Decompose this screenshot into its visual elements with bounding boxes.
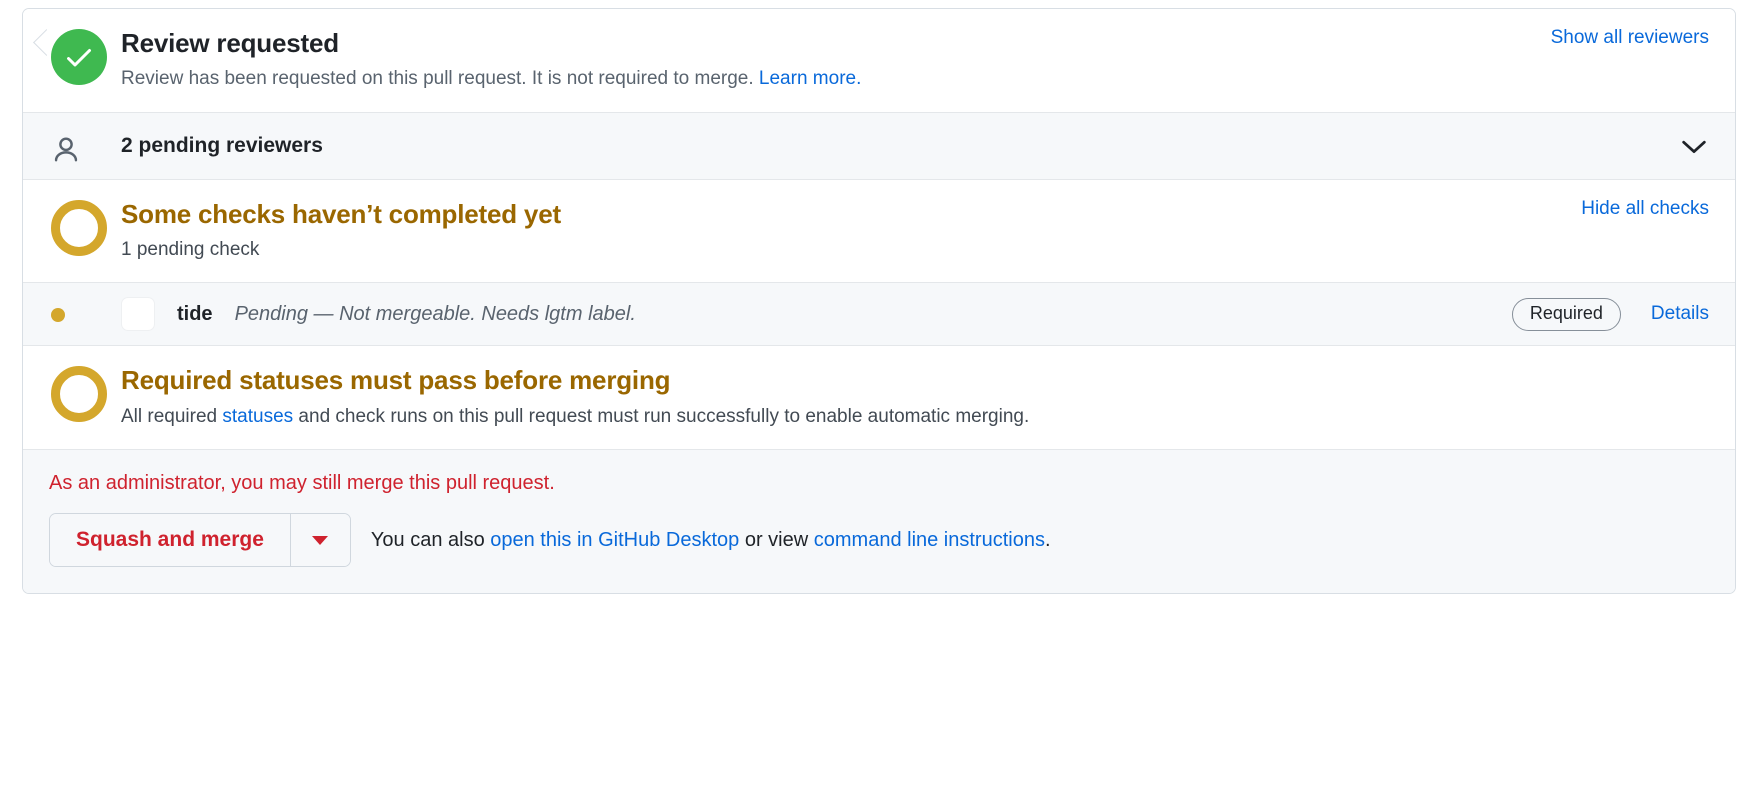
check-row-tide: tide Pending — Not mergeable. Needs lgtm…	[23, 283, 1735, 347]
required-statuses-desc-before: All required	[121, 405, 223, 427]
checks-status-icon-column	[49, 198, 121, 256]
review-requested-body: Review requested Review has been request…	[121, 27, 1535, 94]
learn-more-link[interactable]: Learn more.	[758, 68, 862, 90]
required-statuses-body: Required statuses must pass before mergi…	[121, 364, 1709, 431]
check-name[interactable]: tide	[177, 302, 213, 325]
required-badge: Required	[1511, 298, 1621, 331]
check-details-link[interactable]: Details	[1650, 303, 1709, 325]
required-statuses-icon-column	[49, 364, 121, 423]
checks-summary-title: Some checks haven’t completed yet	[121, 198, 561, 229]
pending-circle-icon	[51, 366, 107, 423]
required-statuses-desc-after: and check runs on this pull request must…	[293, 405, 1030, 427]
github-desktop-link[interactable]: open this in GitHub Desktop	[490, 528, 740, 551]
check-description: Pending — Not mergeable. Needs lgtm labe…	[234, 302, 636, 325]
review-right-column: Show all reviewers	[1535, 27, 1709, 49]
reviewers-icon-column	[49, 127, 121, 165]
merge-help-before: You can also	[370, 528, 491, 551]
merge-actions: Squash and merge You can also open this …	[49, 513, 1709, 568]
review-requested-title: Review requested	[121, 28, 339, 58]
person-icon	[51, 133, 81, 165]
required-statuses-description: All required statuses and check runs on …	[121, 403, 1709, 432]
command-line-instructions-link[interactable]: command line instructions	[813, 528, 1045, 551]
statuses-link[interactable]: statuses	[222, 405, 294, 427]
merge-help-middle: or view	[739, 528, 814, 551]
hide-all-checks-link[interactable]: Hide all checks	[1581, 197, 1709, 219]
pending-reviewers-body: 2 pending reviewers	[121, 134, 1663, 158]
chevron-down-icon[interactable]	[1679, 136, 1709, 156]
merge-method-dropdown-button[interactable]	[289, 514, 350, 567]
pending-dot-icon	[51, 308, 65, 323]
check-circle-icon	[51, 29, 107, 85]
pending-reviewers-row[interactable]: 2 pending reviewers	[23, 112, 1735, 180]
review-requested-row: Review requested Review has been request…	[23, 9, 1735, 113]
required-statuses-title: Required statuses must pass before mergi…	[121, 365, 671, 396]
check-status-icon-column	[49, 306, 121, 323]
checks-summary-row: Some checks haven’t completed yet 1 pend…	[23, 179, 1735, 284]
callout-arrow	[31, 29, 47, 59]
checks-summary-subtitle: 1 pending check	[121, 238, 260, 260]
show-all-reviewers-link[interactable]: Show all reviewers	[1550, 27, 1709, 48]
checks-summary-body: Some checks haven’t completed yet 1 pend…	[121, 198, 1565, 265]
review-status-icon-column	[49, 27, 121, 85]
merge-footer: As an administrator, you may still merge…	[23, 450, 1735, 594]
merge-help-text: You can also open this in GitHub Desktop…	[371, 529, 1051, 552]
pending-reviewers-label: 2 pending reviewers	[121, 133, 323, 157]
review-requested-description: Review has been requested on this pull r…	[121, 65, 1535, 94]
squash-and-merge-button[interactable]: Squash and merge	[50, 514, 290, 567]
pending-reviewers-right	[1663, 136, 1709, 156]
caret-down-icon	[312, 535, 329, 545]
pending-circle-icon	[51, 199, 107, 256]
admin-merge-note: As an administrator, you may still merge…	[49, 472, 555, 495]
merge-button-group: Squash and merge	[49, 513, 351, 568]
check-avatar	[121, 297, 155, 332]
pull-request-merge-box: Review requested Review has been request…	[22, 8, 1736, 595]
required-statuses-row: Required statuses must pass before mergi…	[23, 346, 1735, 451]
checks-summary-right: Hide all checks	[1565, 198, 1709, 220]
merge-help-after: .	[1044, 528, 1051, 551]
review-description-text: Review has been requested on this pull r…	[121, 68, 754, 90]
